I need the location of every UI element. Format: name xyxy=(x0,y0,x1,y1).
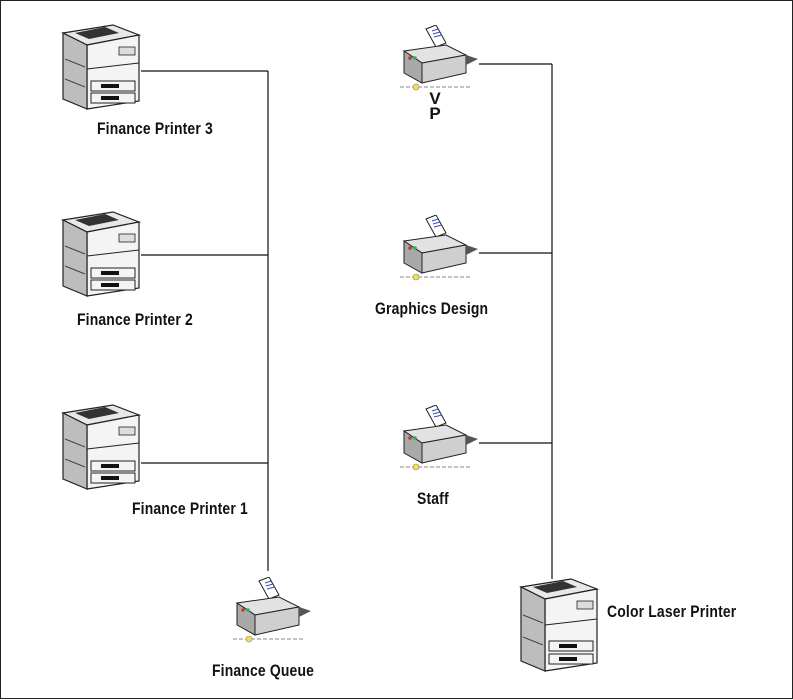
finance-printer-2-node[interactable] xyxy=(53,206,145,303)
graphics-design-queue-node[interactable] xyxy=(396,214,480,290)
color-laser-printer-label: Color Laser Printer xyxy=(607,602,737,621)
color-laser-printer-node[interactable] xyxy=(511,573,603,678)
laser-printer-icon xyxy=(61,211,142,297)
finance-printer-2-label: Finance Printer 2 xyxy=(77,310,193,329)
print-queue-icon xyxy=(400,214,478,281)
print-queue-icon xyxy=(400,404,478,471)
vp-queue-node[interactable] xyxy=(396,24,480,100)
print-queue-icon xyxy=(400,24,478,91)
finance-printer-3-node[interactable] xyxy=(53,19,145,116)
laser-printer-icon xyxy=(519,578,600,672)
staff-queue-node[interactable] xyxy=(396,404,480,480)
print-queue-icon xyxy=(233,576,311,643)
vp-queue-label: V P xyxy=(425,89,445,123)
finance-queue-node[interactable] xyxy=(229,576,313,652)
finance-queue-label: Finance Queue xyxy=(212,661,315,680)
graphics-design-label: Graphics Design xyxy=(375,299,489,318)
laser-printer-icon xyxy=(61,24,142,110)
finance-printer-1-label: Finance Printer 1 xyxy=(132,499,248,518)
vp-label-line2: P xyxy=(429,104,441,123)
vp-label-line1: V xyxy=(429,89,441,108)
finance-printer-1-node[interactable] xyxy=(53,399,145,496)
laser-printer-icon xyxy=(61,404,142,490)
finance-printer-3-label: Finance Printer 3 xyxy=(97,119,213,138)
staff-label: Staff xyxy=(417,489,449,508)
